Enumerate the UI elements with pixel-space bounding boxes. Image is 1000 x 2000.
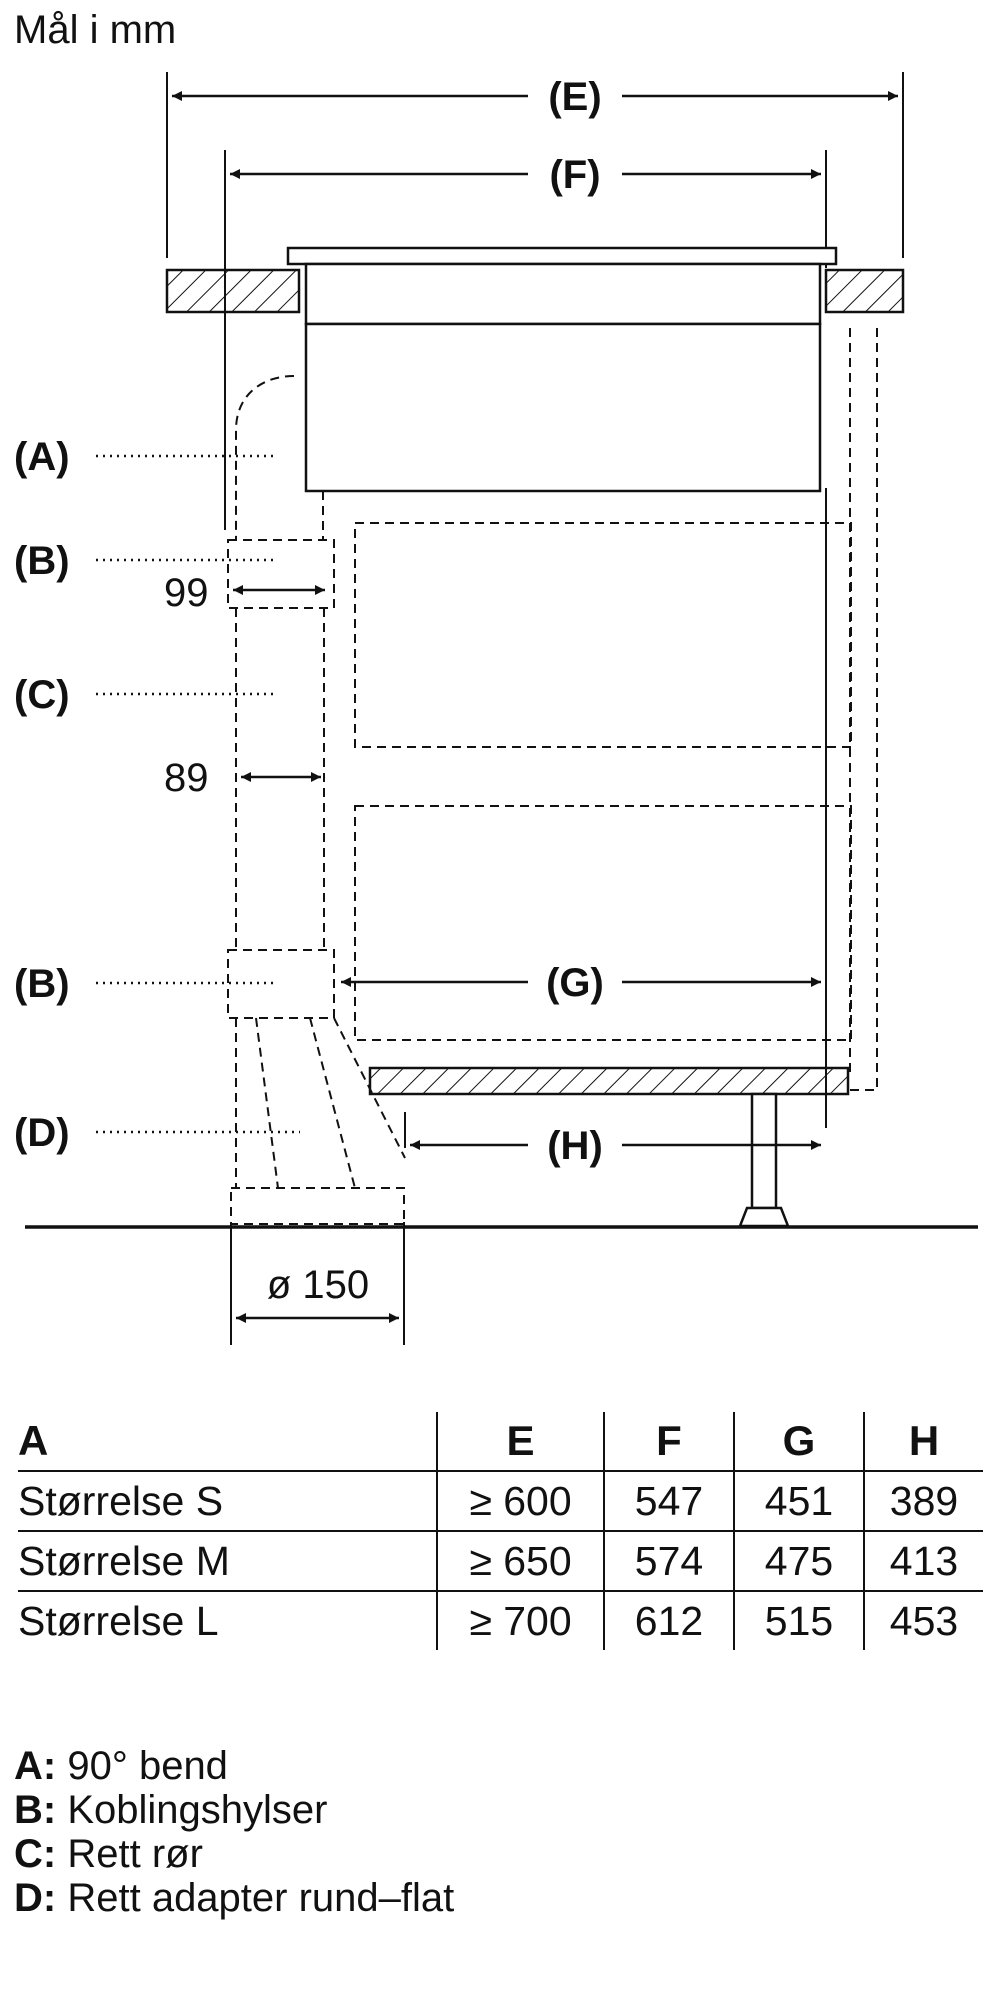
unit-note: Mål i mm	[14, 8, 177, 52]
dim-g-label: (G)	[546, 961, 604, 1005]
table-row: Størrelse S ≥ 600 547 451 389	[18, 1471, 983, 1532]
legend-key: B:	[14, 1788, 57, 1832]
label-a: (A)	[14, 435, 70, 479]
table-header-cell: E	[437, 1412, 605, 1472]
label-b-bottom: (B)	[14, 962, 70, 1006]
table-cell: Størrelse S	[18, 1471, 438, 1532]
table-cell: ≥ 650	[437, 1531, 605, 1592]
label-d: (D)	[14, 1111, 70, 1155]
legend-text: Koblingshylser	[67, 1788, 328, 1832]
label-b-top: (B)	[14, 539, 70, 583]
legend-item: A: 90° bend	[14, 1744, 454, 1788]
cabinet-shelf	[368, 1066, 850, 1096]
table-cell: Størrelse L	[18, 1591, 438, 1650]
dashed-outlines	[227, 328, 878, 1225]
table-header-cell: G	[734, 1412, 865, 1472]
table-header-cell: A	[18, 1412, 438, 1472]
table-cell: 413	[864, 1531, 983, 1592]
table-row: Størrelse M ≥ 650 574 475 413	[18, 1531, 983, 1592]
leader-lines	[96, 454, 300, 1134]
legend-key: D:	[14, 1876, 57, 1920]
cooktop	[286, 246, 838, 493]
legend-key: C:	[14, 1832, 57, 1876]
dim-99-label: 99	[164, 571, 209, 615]
table-header-cell: F	[604, 1412, 735, 1472]
legend-item: C: Rett rør	[14, 1832, 454, 1876]
dim-f-label: (F)	[549, 153, 600, 197]
dimension-arrows	[172, 91, 898, 1323]
legend-key: A:	[14, 1744, 57, 1788]
legend: A: 90° bend B: Koblingshylser C: Rett rø…	[14, 1744, 454, 1920]
table-cell: 451	[734, 1471, 865, 1532]
table-cell: 515	[734, 1591, 865, 1650]
cabinet-leg	[738, 1092, 790, 1228]
table-row: Størrelse L ≥ 700 612 515 453	[18, 1591, 983, 1650]
legend-item: D: Rett adapter rund–flat	[14, 1876, 454, 1920]
table-header-row: A E F G H	[18, 1412, 983, 1472]
legend-text: 90° bend	[67, 1744, 228, 1788]
table-cell: 547	[604, 1471, 735, 1532]
dim-h-label: (H)	[547, 1124, 603, 1168]
table-cell: ≥ 600	[437, 1471, 605, 1532]
dim-150-label: ø 150	[267, 1263, 369, 1307]
dim-e-label: (E)	[548, 75, 601, 119]
table-cell: 453	[889, 1597, 959, 1644]
table-cell: 612	[604, 1591, 735, 1650]
table-cell: 389	[864, 1471, 983, 1532]
dimension-table: A E F G H Størrelse S ≥ 600 547 451 389 …	[18, 1412, 983, 1650]
table-cell: Størrelse M	[18, 1531, 438, 1592]
countertop-right	[824, 268, 905, 314]
dim-89-label: 89	[164, 756, 209, 800]
legend-item: B: Koblingshylser	[14, 1788, 454, 1832]
table-cell: ≥ 700	[437, 1591, 605, 1650]
installation-diagram: (E) (F) (G) (H) (A) (B) (C) (B) (D) 99 8…	[14, 72, 978, 1345]
legend-text: Rett adapter rund–flat	[67, 1876, 455, 1920]
table-cell: 574	[604, 1531, 735, 1592]
table-cell: 475	[734, 1531, 865, 1592]
legend-text: Rett rør	[67, 1832, 203, 1876]
label-c: (C)	[14, 673, 70, 717]
table-header-cell: H	[864, 1412, 983, 1472]
countertop-left	[165, 268, 301, 314]
extension-lines	[166, 72, 904, 1345]
